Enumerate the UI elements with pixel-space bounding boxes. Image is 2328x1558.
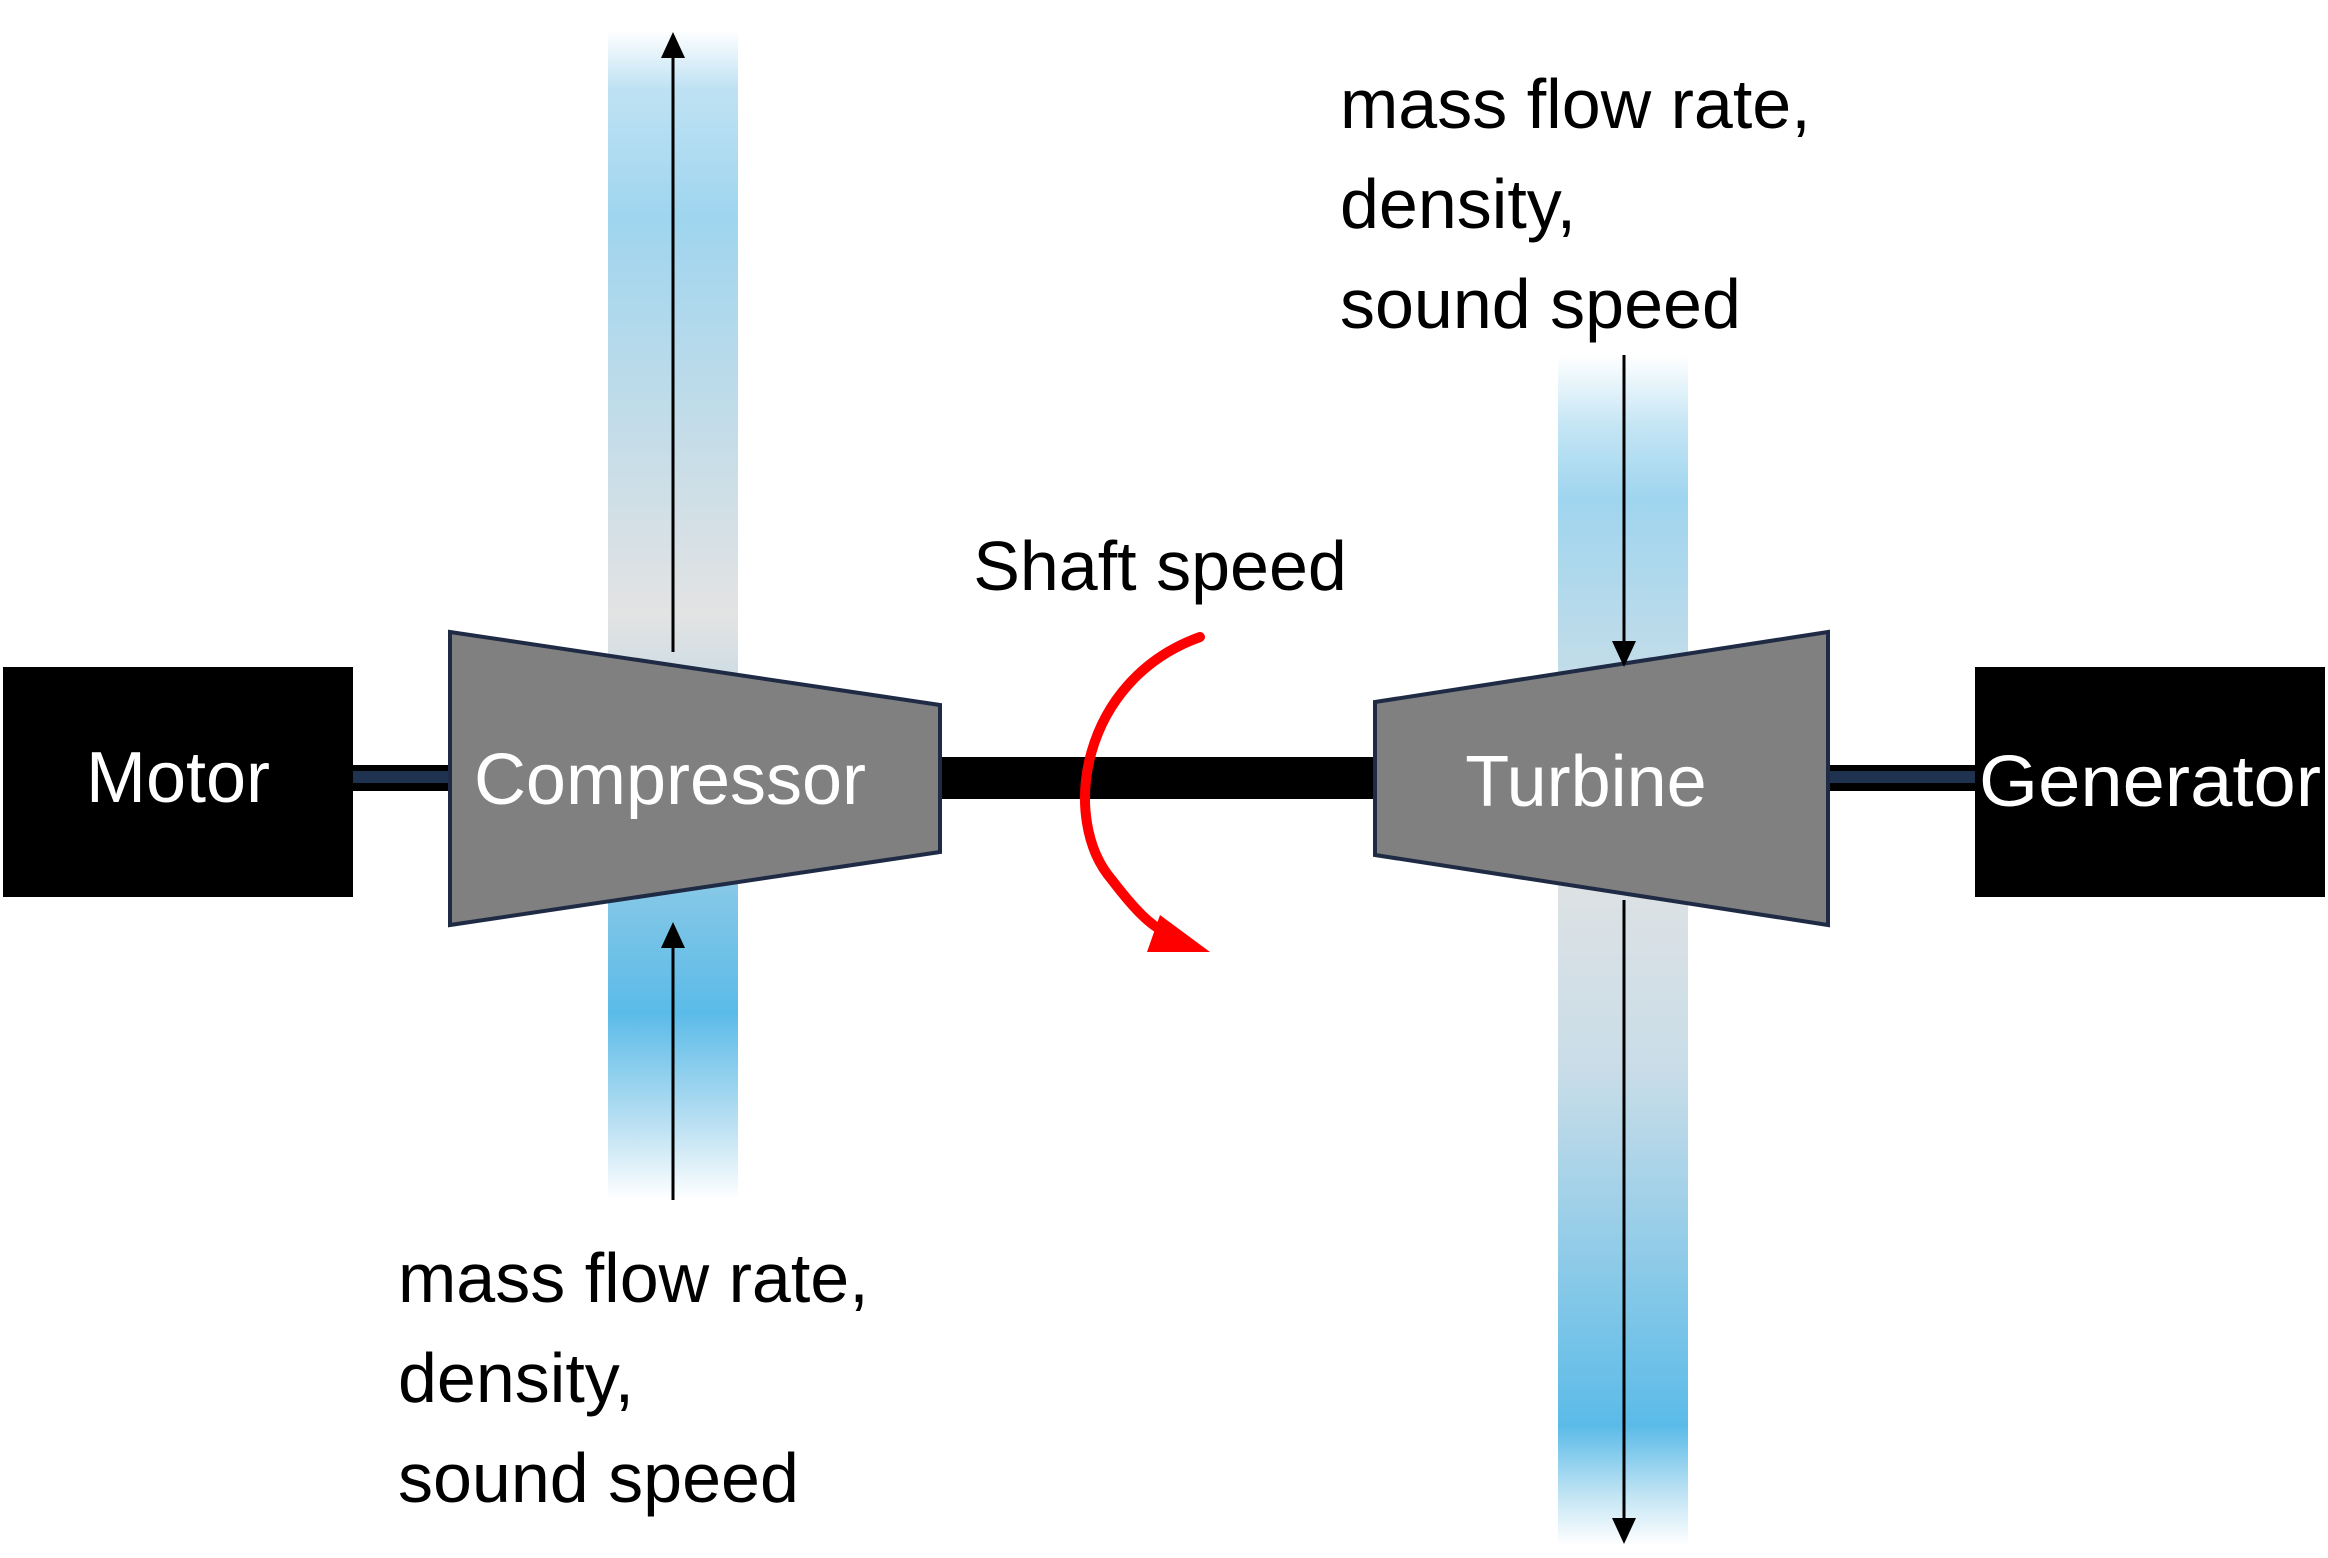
turbine-inlet-line1: mass flow rate, — [1340, 65, 1811, 143]
turbine-inlet-line3: sound speed — [1340, 265, 1741, 343]
shaft — [350, 757, 1975, 799]
turbine-inlet-arrow — [1612, 355, 1636, 667]
compressor-outlet-arrow — [661, 32, 685, 652]
compressor-inlet-properties: mass flow rate, density, sound speed — [398, 1239, 869, 1517]
shaft-speed-label: Shaft speed — [973, 527, 1347, 605]
generator-label: Generator — [1979, 742, 2321, 822]
compressor-inlet-line3: sound speed — [398, 1439, 799, 1517]
turbine-body — [1373, 629, 1830, 928]
compressor-inlet-line2: density, — [398, 1339, 634, 1417]
turbine-label: Turbine — [1465, 742, 1706, 822]
motor-block — [3, 667, 353, 897]
generator-block — [1975, 667, 2325, 897]
compressor-inlet-line1: mass flow rate, — [398, 1239, 869, 1317]
compressor-label: Compressor — [474, 740, 866, 820]
turbine-inlet-line2: density, — [1340, 165, 1576, 243]
rotation-arrow — [1080, 632, 1210, 952]
turbine-inlet-properties: mass flow rate, density, sound speed — [1340, 65, 1811, 343]
motor-label: Motor — [86, 738, 270, 818]
turbine-outlet-arrow — [1612, 900, 1636, 1544]
compressor-body — [448, 629, 942, 928]
compressor-inlet-arrow — [661, 922, 685, 1200]
